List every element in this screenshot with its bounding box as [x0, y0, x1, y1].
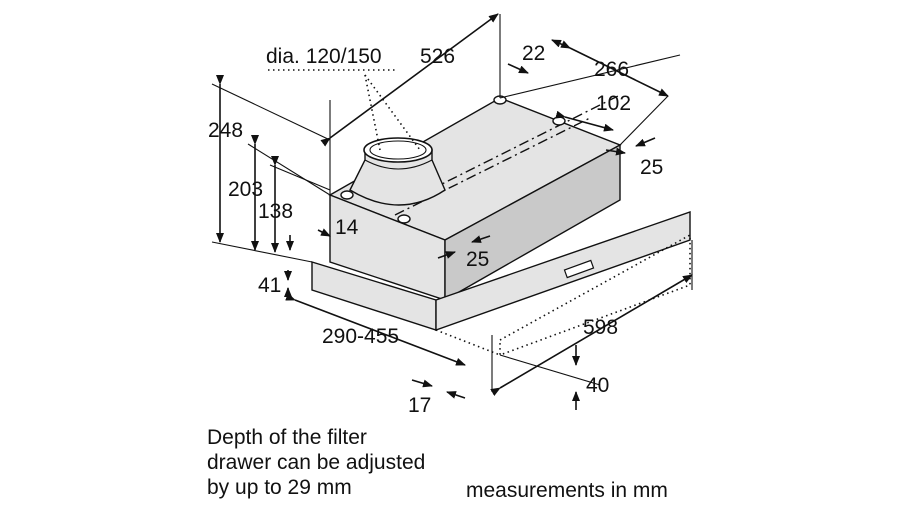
- label-height-138: 138: [258, 200, 293, 223]
- mounting-hole-mid: [552, 116, 566, 126]
- label-depth-range: 290-455: [322, 325, 399, 348]
- label-depth-266: 266: [594, 58, 629, 81]
- label-offset-25-side: 25: [466, 248, 489, 271]
- label-height-41: 41: [258, 274, 281, 297]
- label-offset-22: 22: [522, 42, 545, 65]
- label-offset-14: 14: [335, 216, 359, 239]
- dimension-lines: [211, 13, 693, 410]
- duct-collar: [349, 137, 446, 206]
- mounting-hole-front-left: [340, 190, 354, 200]
- label-offset-40: 40: [586, 374, 609, 397]
- hood-centerline: [429, 94, 621, 191]
- hood-side-face: [444, 143, 621, 302]
- label-height-203: 203: [228, 178, 263, 201]
- label-width-526: 526: [420, 45, 455, 68]
- depth-adjustment-note: Depth of the filter drawer can be adjust…: [207, 426, 426, 499]
- units-note: measurements in mm: [466, 479, 668, 502]
- label-offset-17: 17: [408, 394, 431, 417]
- label-width-598: 598: [583, 316, 618, 339]
- mounting-hole-front-right: [397, 214, 411, 224]
- label-offset-25-top: 25: [640, 156, 663, 179]
- label-height-248: 248: [208, 119, 243, 142]
- label-duct-diameter: dia. 120/150: [266, 45, 382, 68]
- label-offset-102: 102: [596, 92, 631, 115]
